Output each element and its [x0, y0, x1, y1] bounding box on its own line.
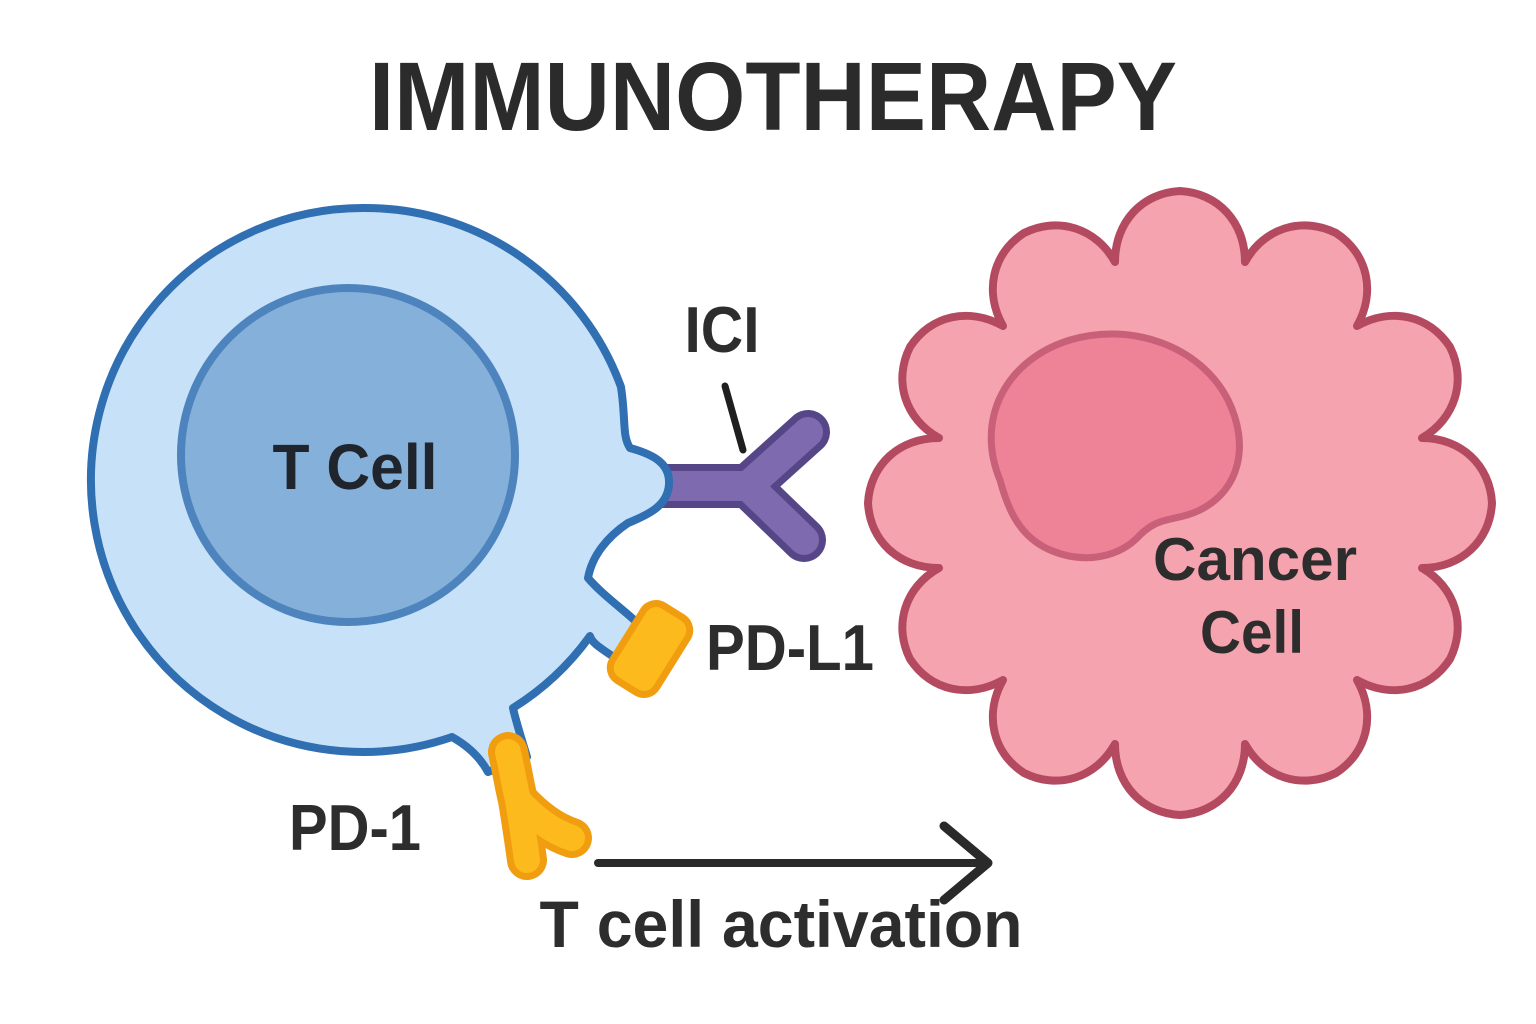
pd-1-receptor	[488, 732, 592, 880]
t-cell-activation-arrow	[594, 821, 993, 905]
t-cell: T Cell	[86, 203, 673, 776]
cancer-cell: Cancer Cell	[864, 187, 1496, 819]
pd-l1-label: PD-L1	[706, 611, 874, 684]
arrow-head-icon	[939, 821, 993, 905]
t-cell-activation-label: T cell activation	[540, 887, 1023, 961]
ici-pointer-line	[721, 382, 747, 454]
pd-l1-ligand	[606, 600, 694, 698]
cancer-cell-label-line2: Cell	[1200, 599, 1304, 666]
cancer-cell-label-line1: Cancer	[1153, 526, 1357, 593]
pd-1-label: PD-1	[289, 791, 421, 864]
ici-label: ICI	[685, 293, 760, 366]
pd-1-receptor-body	[495, 739, 585, 873]
cancer-cell-nucleus	[987, 330, 1243, 562]
t-cell-label: T Cell	[273, 431, 438, 503]
t-cell-nucleus	[177, 284, 519, 626]
page-title: IMMUNOTHERAPY	[369, 42, 1177, 151]
